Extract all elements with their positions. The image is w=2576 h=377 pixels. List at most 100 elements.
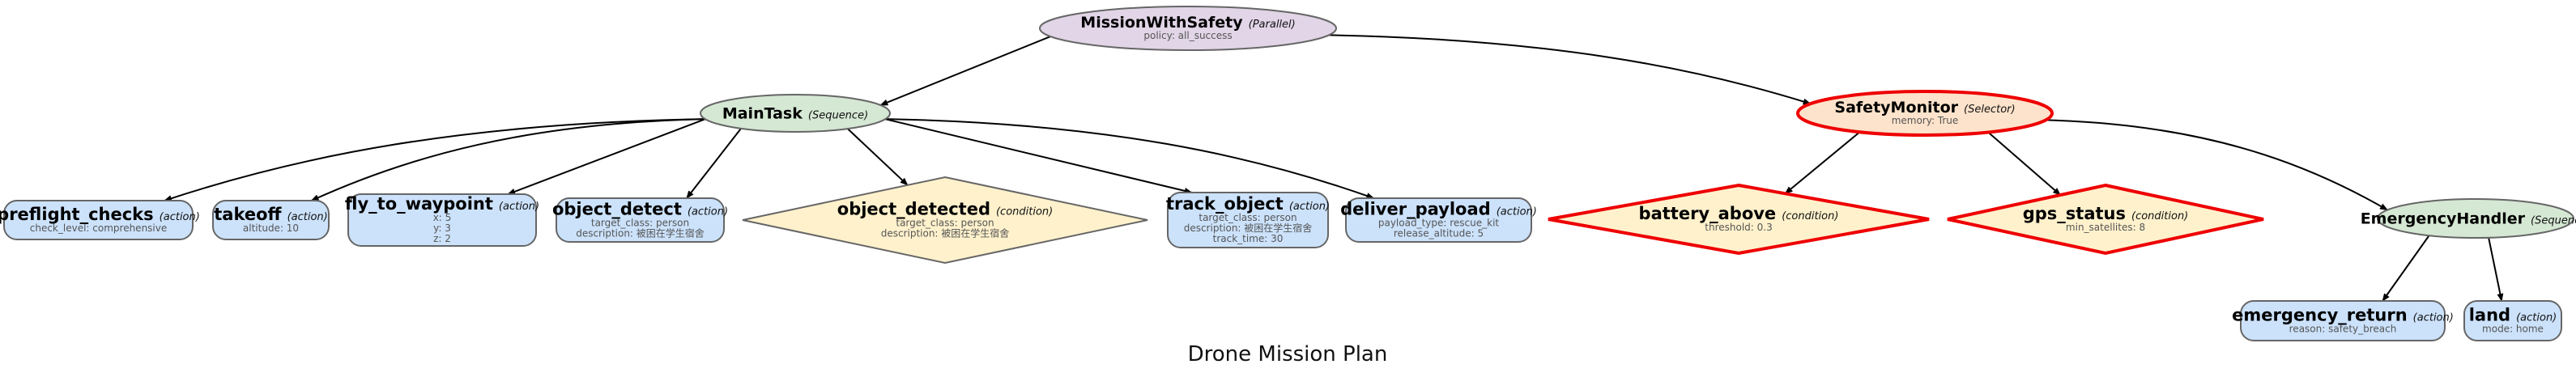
node-name: gps_status [2023, 204, 2126, 223]
edge-MainTask-to-fly_to_waypoint [507, 118, 706, 195]
edge-SafetyMonitor-to-battery_above [1784, 131, 1861, 195]
node-param: check_level: comprehensive [30, 222, 168, 234]
node-name: MissionWithSafety [1080, 14, 1243, 32]
node-object-detected[interactable]: object_detected (condition)target_class: … [742, 176, 1148, 265]
node-track-object[interactable]: track_object (action)target_class: person… [1166, 192, 1330, 248]
node-type: (action) [287, 211, 328, 223]
action-box-shape [556, 197, 725, 243]
node-param: memory: True [1892, 115, 1959, 126]
node-param: min_satellites: 8 [2066, 222, 2145, 233]
node-name: takeoff [214, 205, 282, 224]
action-box-shape [1167, 192, 1329, 248]
node-type: (Sequence) [2531, 215, 2576, 227]
node-label: MainTask(Sequence) [722, 105, 868, 123]
node-label: fly_to_waypoint (action) [345, 194, 539, 214]
node-type: (action) [1289, 201, 1330, 213]
node-deliver-payload[interactable]: deliver_payload(action)payload_type: res… [1340, 197, 1537, 243]
node-name: battery_above [1639, 204, 1777, 223]
action-box-shape [2463, 300, 2562, 341]
node-type: (action) [2516, 311, 2557, 324]
node-type: (action) [2413, 311, 2454, 324]
node-maintask[interactable]: MainTask(Sequence) [700, 94, 891, 133]
node-param: description: 被困在学生宿舍 [576, 227, 705, 239]
action-box-shape [2240, 300, 2446, 341]
node-emergency-return[interactable]: emergency_return (action) reason: safety_b… [2232, 300, 2454, 341]
node-label: MissionWithSafety (Parallel) [1080, 14, 1295, 32]
node-name: object_detected [837, 199, 990, 218]
node-name: emergency_return [2232, 305, 2407, 324]
edge-MainTask-to-deliver_payload [885, 118, 1375, 199]
node-emergencyhandler[interactable]: EmergencyHandler (Sequence) [2361, 198, 2576, 239]
node-param: altitude: 10 [243, 222, 299, 234]
node-fly-to-waypoint[interactable]: fly_to_waypoint(action)x: 5y: 3z: 2 [345, 193, 539, 247]
selector-ellipse-shape [1796, 90, 2054, 137]
node-type: (Parallel) [1249, 19, 1296, 31]
edge-EmergencyHandler-to-emergency_return [2382, 235, 2430, 302]
edge-SafetyMonitor-to-gps_status [1987, 131, 2062, 196]
edge-MainTask-to-track_object [884, 118, 1193, 194]
node-param: z: 2 [433, 233, 451, 244]
node-type: (Selector) [1964, 104, 2016, 116]
node-type: (condition) [996, 205, 1053, 218]
condition-diamond-shape [742, 176, 1148, 265]
node-name: preflight_checks [0, 205, 154, 224]
edge-MainTask-to-object_detect [686, 128, 742, 199]
node-battery-above[interactable]: battery_above(condition)threshold: 0.3 [1548, 183, 1930, 256]
condition-diamond-shape [1548, 183, 1930, 256]
node-label: SafetyMonitor (Selector) [1834, 99, 2015, 116]
node-label: object_detect (action) [552, 199, 728, 218]
node-type: (action) [499, 201, 539, 213]
node-label: preflight_checks (action) [0, 205, 200, 224]
node-gps-status[interactable]: gps_status(condition)min_satellites: 8 [1947, 183, 2264, 256]
node-param: policy: all_success [1143, 30, 1232, 41]
node-param: track_time: 30 [1213, 233, 1284, 244]
action-box-shape [212, 200, 330, 240]
node-name: land [2469, 305, 2510, 324]
nodes: MissionWithSafety (Parallel) policy: all_s… [0, 6, 2576, 341]
node-type: (condition) [1782, 210, 1838, 222]
edge-SafetyMonitor-to-EmergencyHandler [2046, 119, 2388, 211]
node-param: release_altitude: 5 [1394, 227, 1484, 239]
node-param: reason: safety_breach [2289, 323, 2397, 334]
node-param: x: 5 [433, 212, 452, 223]
node-name: SafetyMonitor [1834, 99, 1958, 116]
node-label: EmergencyHandler (Sequence) [2361, 210, 2576, 228]
node-label: takeoff (action) [214, 205, 327, 224]
node-type: (action) [160, 211, 200, 223]
action-box-shape [1345, 197, 1532, 243]
node-land[interactable]: land (action)mode: home [2463, 300, 2562, 341]
node-param: payload_type: rescue_kit [1378, 217, 1500, 228]
node-name: EmergencyHandler [2361, 210, 2526, 228]
parallel-ellipse-shape [1039, 6, 1337, 51]
node-param: target_class: person [896, 217, 994, 228]
node-param: mode: home [2482, 323, 2544, 334]
node-safetymonitor[interactable]: SafetyMonitor (Selector) memory: True [1796, 90, 2054, 137]
node-name: MainTask [722, 105, 803, 123]
node-preflight-checks[interactable]: preflight_checks (action)check_level: com… [0, 200, 200, 240]
node-name: track_object [1166, 194, 1284, 214]
node-type: (action) [1497, 205, 1537, 218]
node-param: description: 被困在学生宿舍 [881, 227, 1010, 239]
sequence-ellipse-shape [700, 94, 891, 133]
node-label: deliver_payload(action) [1340, 199, 1537, 218]
node-label: battery_above (condition) [1639, 204, 1839, 223]
action-box-shape [3, 200, 194, 240]
node-label: gps_status(condition) [2023, 204, 2189, 223]
node-name: object_detect [552, 199, 682, 218]
edge-MissionWithSafety-to-SafetyMonitor [1328, 34, 1812, 105]
condition-diamond-shape [1947, 183, 2264, 256]
node-missionwithsafety[interactable]: MissionWithSafety (Parallel) policy: all_s… [1039, 6, 1337, 51]
edges [164, 34, 2504, 302]
node-object-detect[interactable]: object_detect (action)target_class: perso… [552, 197, 728, 243]
node-label: land (action) [2469, 305, 2557, 324]
node-takeoff[interactable]: takeoff (action)altitude: 10 [212, 200, 330, 240]
node-name: fly_to_waypoint [345, 194, 493, 214]
sequence-ellipse-shape [2377, 198, 2574, 239]
node-type: (action) [688, 205, 728, 218]
diagram-title: Drone Mission Plan [1188, 342, 1388, 366]
node-param: description: 被困在学生宿舍 [1184, 222, 1313, 234]
node-param: target_class: person [591, 217, 689, 228]
node-label: track_object (action) [1166, 194, 1330, 214]
node-param: target_class: person [1199, 212, 1297, 223]
